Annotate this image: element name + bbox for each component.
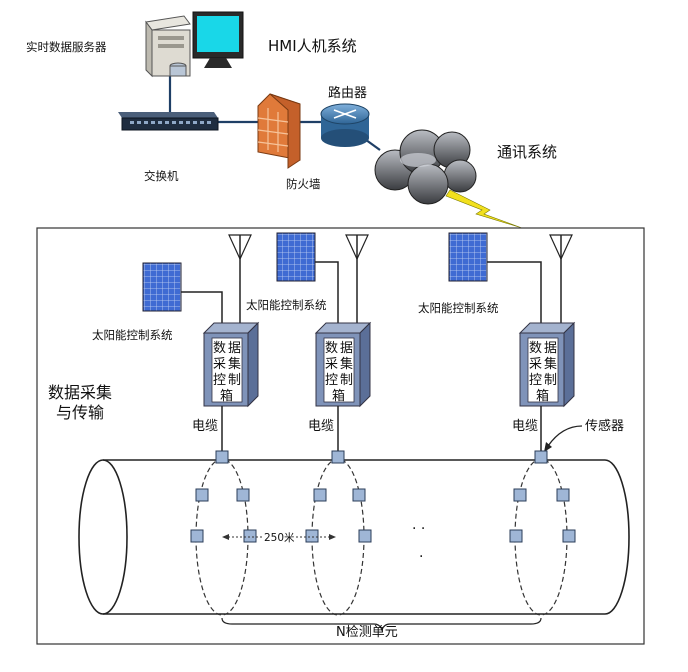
- distance-label: 250米: [264, 531, 295, 544]
- unit-3: 太阳能控制系统 数 据 采 集 控 制 箱 电缆 传感器: [418, 232, 624, 452]
- solar-label: 太阳能控制系统: [246, 298, 327, 312]
- cloud-icon: [374, 129, 477, 205]
- acquisition-title-line1: 数据采集: [48, 383, 112, 402]
- unit-label: N检测单元: [336, 625, 398, 640]
- sensor-node: [509, 529, 523, 543]
- sensor-node: [562, 529, 576, 543]
- lightning-icon: [445, 189, 523, 229]
- svg-text:采: 采: [325, 357, 338, 372]
- sensor-node: [215, 450, 229, 464]
- switch-icon: [118, 112, 219, 131]
- svg-text:采: 采: [213, 357, 226, 372]
- solar-panel-icon: [448, 232, 488, 282]
- solar-label: 太阳能控制系统: [92, 328, 173, 342]
- svg-text:集: 集: [228, 356, 241, 372]
- svg-text:集: 集: [544, 356, 557, 372]
- sensor-node: [305, 529, 319, 543]
- svg-text:箱: 箱: [536, 388, 549, 404]
- firewall-icon: [257, 93, 301, 169]
- acquisition-title-line2: 与传输: [56, 403, 104, 422]
- svg-text:据: 据: [340, 341, 353, 356]
- cable-label: 电缆: [192, 418, 218, 434]
- server-label: 实时数据服务器: [26, 40, 107, 54]
- sensor-node: [331, 450, 345, 464]
- sensor-node: [243, 529, 257, 543]
- svg-text:据: 据: [228, 341, 241, 356]
- cable-label: 电缆: [308, 418, 334, 434]
- sensor-node: [358, 529, 372, 543]
- solar-panel-icon: [276, 232, 316, 282]
- svg-text:数: 数: [325, 341, 338, 356]
- svg-text:制: 制: [228, 373, 241, 388]
- svg-text:采: 采: [529, 357, 542, 372]
- sensor-node: [352, 488, 366, 502]
- solar-panel-icon: [142, 262, 182, 312]
- router-icon: [320, 103, 370, 147]
- svg-text:控: 控: [529, 373, 542, 388]
- cable-label: 电缆: [512, 418, 538, 434]
- svg-text:控: 控: [213, 373, 226, 388]
- sensor-label: 传感器: [585, 418, 624, 434]
- sensors: [190, 450, 576, 543]
- server-computer-icon: [145, 11, 244, 78]
- unit-2: 太阳能控制系统 数 据 采 集 控 制 箱 电缆: [246, 232, 372, 452]
- comm-label: 通讯系统: [497, 143, 557, 161]
- svg-text:箱: 箱: [220, 388, 233, 404]
- svg-text:制: 制: [544, 373, 557, 388]
- unit-brace: [221, 617, 542, 632]
- svg-text:制: 制: [340, 373, 353, 388]
- sensor-node: [190, 529, 204, 543]
- firewall-label: 防火墙: [286, 177, 321, 191]
- sensor-node: [195, 488, 209, 502]
- sensor-node: [236, 488, 250, 502]
- svg-text:箱: 箱: [332, 388, 345, 404]
- svg-text:据: 据: [544, 341, 557, 356]
- sensor-node: [556, 488, 570, 502]
- svg-text:集: 集: [340, 356, 353, 372]
- unit-1: 太阳能控制系统 数 据 采 集 控 制 箱 电缆: [92, 234, 260, 452]
- ellipsis-dot: .: [419, 545, 423, 561]
- switch-label: 交换机: [144, 169, 179, 183]
- sensor-node: [313, 488, 327, 502]
- solar-label: 太阳能控制系统: [418, 301, 499, 315]
- acquisition-frame: [36, 227, 645, 645]
- hmi-label: HMI人机系统: [268, 37, 357, 55]
- svg-text:控: 控: [325, 373, 338, 388]
- distance-arrow: [222, 534, 336, 540]
- svg-text:数: 数: [213, 341, 226, 356]
- svg-text:数: 数: [529, 341, 542, 356]
- ellipsis-dots: . .: [412, 517, 425, 533]
- sensor-node: [513, 488, 527, 502]
- router-label: 路由器: [328, 85, 367, 101]
- pipeline: [78, 459, 630, 615]
- sensor-node: [534, 450, 548, 464]
